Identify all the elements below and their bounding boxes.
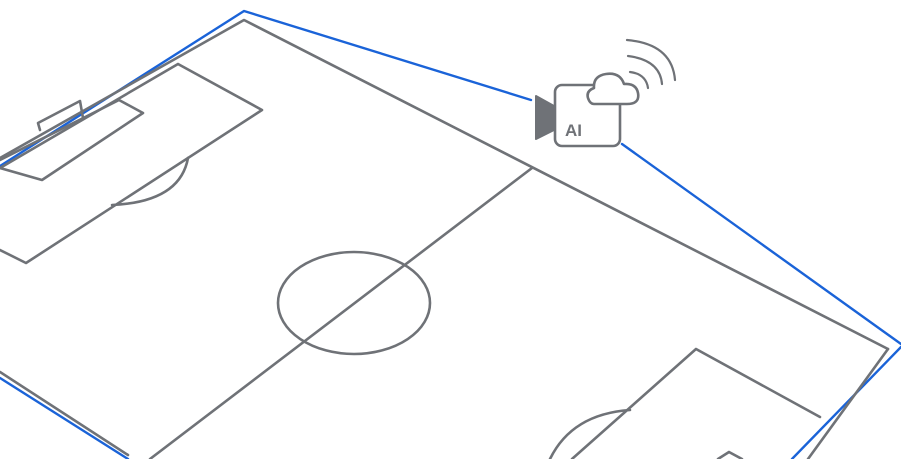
ai-cloud-camera-icon: AI: [535, 38, 677, 148]
left-penalty-box: [0, 62, 264, 265]
cloud-icon: [586, 72, 640, 106]
pitch-top-edge: [0, 18, 890, 351]
center-circle: [276, 250, 432, 356]
view-boundary-left: [0, 9, 533, 168]
right-penalty-arc: [548, 408, 632, 459]
camera-ai-label: AI: [565, 121, 582, 140]
view-boundary-right: [620, 142, 901, 346]
view-boundary-bottom-right: [790, 345, 901, 459]
left-goal-box: [0, 98, 145, 182]
view-boundary-bottom-left: [0, 376, 130, 459]
signal-wave-small: [628, 70, 650, 90]
pitch-bottom-left-edge: [0, 370, 130, 457]
soccer-pitch: [0, 18, 890, 459]
camera-lens: [535, 95, 555, 140]
left-goal: [36, 99, 85, 132]
halfway-line: [148, 166, 534, 459]
right-goal-box: [716, 450, 744, 459]
pitch-right-edge: [806, 347, 890, 459]
right-penalty-box: [570, 347, 822, 459]
camera-view-cone: [0, 9, 901, 459]
left-penalty-arc: [110, 156, 190, 207]
signal-wave-medium: [626, 54, 664, 86]
signal-wave-large: [625, 38, 677, 82]
